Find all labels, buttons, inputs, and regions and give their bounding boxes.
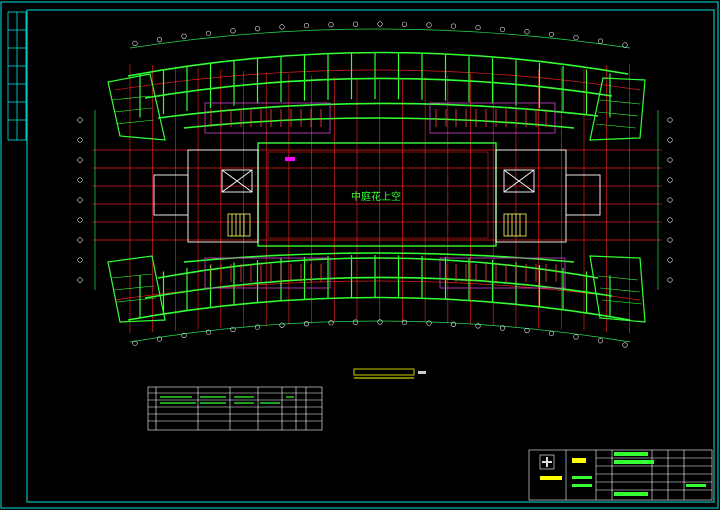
column-grid (139, 53, 611, 318)
axis-bubble (450, 321, 457, 327)
axis-bubble (328, 320, 334, 326)
axis-bubble (328, 22, 334, 28)
axis-bubble (524, 327, 530, 334)
schedule-table (147, 386, 323, 431)
axis-bubble (401, 319, 408, 325)
axis-bubble (667, 137, 673, 143)
title-block (528, 449, 713, 501)
axis-bubble (279, 24, 285, 30)
axis-bubble (401, 21, 408, 27)
axis-bubble (426, 320, 432, 326)
axis-bubble (622, 42, 628, 48)
axis-bubble (279, 322, 285, 328)
axis-bubble (254, 26, 261, 32)
axis-bubble (77, 177, 83, 183)
axis-bubble (132, 340, 138, 346)
dimension-lines (94, 28, 659, 343)
axis-bubble (205, 329, 212, 335)
axis-bubble (667, 177, 673, 183)
axis-bubble (667, 197, 673, 203)
inner-frame (26, 9, 715, 503)
corner-blocks (107, 73, 646, 323)
axis-bubble (205, 30, 212, 36)
axis-bubble (667, 237, 673, 243)
atrium-label: 中庭花上空 (351, 190, 401, 203)
title-block-fields (572, 452, 706, 496)
building-outline (127, 51, 631, 321)
left-core (153, 149, 259, 243)
axis-bubble (77, 157, 83, 163)
axis-bubble (573, 34, 579, 41)
axis-bubble (77, 197, 83, 203)
axis-bubble (77, 257, 83, 263)
axis-grid (92, 63, 662, 334)
axis-bubble (303, 321, 310, 327)
axis-bubble (597, 38, 604, 44)
axis-bubble (667, 217, 673, 223)
axis-bubble (499, 325, 506, 331)
axis-bubble (352, 21, 359, 27)
axis-bubble (426, 22, 432, 28)
axis-bubble (622, 342, 628, 348)
axis-bubble (548, 330, 555, 337)
axis-bubble (77, 237, 83, 243)
corner-hatching (111, 95, 643, 305)
atrium-inner (267, 151, 489, 239)
schedule-entries (160, 396, 294, 404)
axis-bubble (667, 257, 673, 263)
axis-bubble (475, 323, 481, 329)
right-core (495, 149, 601, 243)
axis-bubble (77, 137, 83, 143)
title-block-logo (539, 454, 586, 480)
axis-bubble (597, 338, 604, 344)
axis-bubble (303, 22, 310, 29)
axis-bubble (450, 23, 457, 29)
axis-bubble (254, 324, 261, 330)
axis-bubble (181, 33, 187, 39)
right-stair (503, 213, 527, 237)
axis-bubble (499, 26, 506, 33)
axis-bubble (667, 157, 673, 163)
axis-bubble (667, 277, 673, 283)
axis-bubble (132, 40, 138, 46)
binding-strip (7, 11, 27, 141)
axis-bubble (377, 21, 383, 27)
room-clusters (204, 102, 566, 289)
axis-bubble (230, 326, 236, 333)
axis-bubbles (77, 21, 673, 348)
axis-bubble (352, 319, 359, 325)
axis-bubble (573, 334, 579, 340)
axis-bubble (181, 332, 187, 339)
axis-bubble (548, 31, 555, 38)
axis-bubble (667, 117, 673, 123)
axis-bubble (156, 37, 163, 43)
axis-bubble (230, 28, 236, 34)
axis-bubble (475, 24, 481, 31)
marker (285, 157, 295, 161)
axis-bubble (77, 277, 83, 283)
axis-bubble (377, 319, 383, 325)
axis-bubble (77, 217, 83, 223)
drawing-title (353, 368, 426, 379)
axis-bubble (524, 29, 530, 35)
axis-bubble (77, 117, 83, 123)
left-stair (227, 213, 251, 237)
fixtures (210, 109, 557, 282)
axis-bubble (156, 336, 163, 342)
